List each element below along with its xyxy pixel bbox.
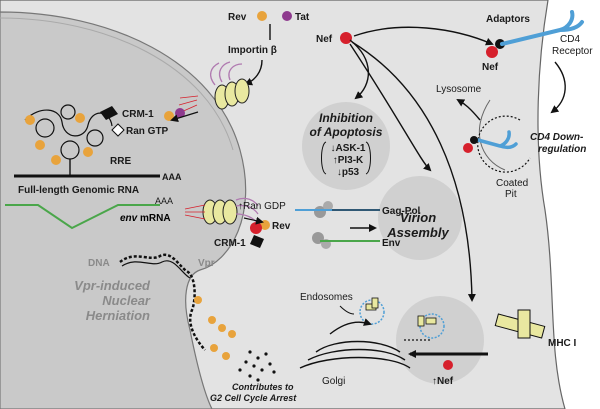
nuclear-pore-middle (184, 197, 259, 225)
dna-label: DNA (88, 258, 110, 269)
nuclear-pore-top (178, 61, 250, 114)
env-label: Env (382, 238, 401, 249)
importin-label: Importin β (228, 45, 277, 56)
nef-dot-bottom (443, 360, 453, 370)
golgi-stack (299, 340, 411, 369)
rev-dot-top (257, 11, 267, 21)
crm1-mid-shape (250, 235, 264, 248)
export-arrow (243, 216, 264, 225)
endosome-vesicle-right (417, 313, 445, 339)
vpr-herniation-2: Nuclear (102, 293, 151, 308)
virion-title-2: Assembly (386, 225, 449, 240)
rre-label: RRE (110, 156, 131, 167)
adaptors-label: Adaptors (486, 14, 530, 25)
g2-label-1: Contributes to (232, 382, 294, 392)
env-mrna-label: env mRNA (120, 213, 171, 224)
to-lysosome-arrow (456, 99, 481, 121)
mhc-shape-b (517, 309, 531, 339)
gag-pol-label: Gag-Pol (382, 206, 421, 217)
env-mrna-strand (5, 204, 160, 230)
nef-to-adaptors-arrow (353, 26, 494, 46)
nef-up-label: ↑Nef (432, 376, 454, 387)
nef-dot-top (340, 32, 352, 44)
cd4-label-1: CD4 (560, 34, 580, 45)
genomic-rna-label: Full-length Genomic RNA (18, 185, 139, 196)
tat-dot-top (282, 11, 292, 21)
cd4-down-label-2: regulation (538, 144, 586, 155)
lysosome-label: Lysosome (436, 84, 482, 95)
to-endosome-arrow (329, 318, 372, 335)
coated-pit-label-1: Coated (496, 178, 528, 189)
rre-rna-complex (24, 104, 125, 176)
ran-gtp-label: Ran GTP (126, 126, 169, 137)
cd4-receptor-top (500, 10, 584, 46)
virion-title-1: Virion (400, 210, 436, 225)
apoptosis-pi3k: ↑PI3-K (333, 155, 364, 166)
apoptosis-title-1: Inhibition (319, 111, 373, 125)
nef-label-top: Nef (316, 34, 333, 45)
endosomes-label: Endosomes (300, 292, 353, 303)
nef-dot-mid (250, 222, 262, 234)
g2-label-2: G2 Cell Cycle Arrest (210, 393, 297, 403)
aaa-env-label: AAA (155, 196, 173, 206)
crm1-label-top: CRM-1 (122, 109, 154, 120)
cd4-label-2: Receptor (552, 46, 593, 57)
coated-pit-label-2: Pit (505, 189, 517, 200)
tat-label-top: Tat (295, 12, 310, 23)
dna-helix (119, 253, 206, 351)
apoptosis-bracket-right (365, 141, 371, 175)
vpr-dots (194, 296, 276, 382)
apoptosis-p53: ↓p53 (337, 167, 360, 178)
ribosome-gagpol-2 (323, 201, 333, 211)
golgi-label: Golgi (322, 376, 345, 387)
rev-label-mid: Rev (272, 221, 291, 232)
nef-adaptor-label: Nef (482, 62, 499, 73)
endosomes-pointer (339, 305, 355, 315)
apoptosis-ask1: ↓ASK-1 (330, 143, 365, 154)
vpr-herniation-3: Herniation (86, 308, 150, 323)
importin-arrow (244, 59, 263, 86)
vpr-herniation-1: Vpr-induced (74, 278, 151, 293)
nef-adaptor-dot (486, 46, 498, 58)
coated-pit (463, 115, 531, 173)
apoptosis-bubble (302, 102, 390, 190)
cd4-down-arrow (550, 61, 566, 114)
cd4-down-label-1: CD4 Down- (530, 132, 584, 143)
virion-bubble (378, 176, 462, 260)
mhc-label: MHC I (548, 338, 577, 349)
apoptosis-title-2: of Apoptosis (310, 125, 383, 139)
nef-to-endosome-arrow (351, 41, 476, 302)
vpr-label: Vpr (198, 258, 215, 269)
ran-gdp-label: ↑Ran GDP (238, 201, 286, 212)
rev-label-top: Rev (228, 12, 247, 23)
aaa-top-label: AAA (162, 172, 182, 182)
import-arrow (170, 111, 199, 123)
endosome-vesicle-left (359, 297, 385, 325)
crm1-label-mid: CRM-1 (214, 238, 246, 249)
apoptosis-bracket-left (321, 141, 327, 175)
nef-to-coated-pit-arrow (349, 43, 432, 172)
nuclear-envelope-inner (0, 17, 234, 151)
